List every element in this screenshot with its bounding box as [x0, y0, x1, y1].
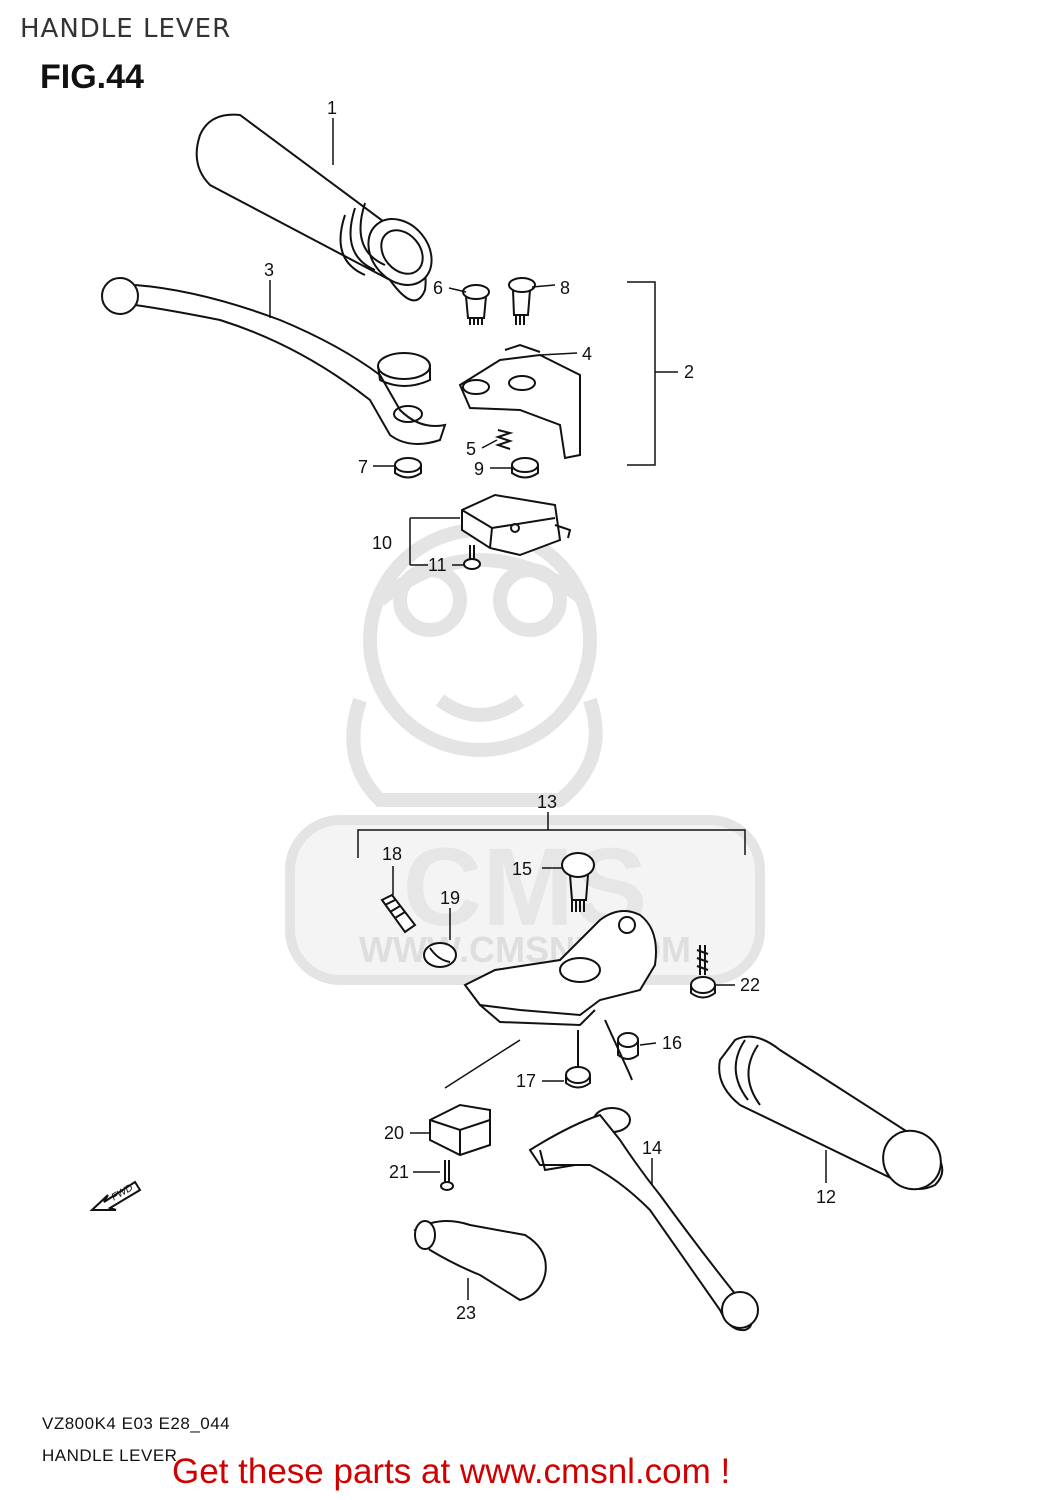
- label-10: 10: [372, 533, 392, 553]
- bracket-2: [627, 281, 678, 466]
- leader-4: [539, 352, 578, 356]
- label-20: 20: [384, 1123, 404, 1143]
- part-labels: 1 2 3 4 5 6 7 8 9 10 11 12 13 14 15 16 1…: [264, 98, 836, 1323]
- clutch-lever: [528, 1107, 759, 1332]
- label-2: 2: [684, 362, 694, 382]
- label-12: 12: [816, 1187, 836, 1207]
- screw-11: [463, 545, 481, 570]
- leader-6: [448, 287, 467, 293]
- label-6: 6: [433, 278, 443, 298]
- label-3: 3: [264, 260, 274, 280]
- label-21: 21: [389, 1162, 409, 1182]
- spring: [494, 429, 514, 450]
- bolt-8: [508, 277, 536, 325]
- lever-cover: [413, 1220, 547, 1302]
- pivot-bolt: [561, 852, 595, 912]
- nut-7: [394, 457, 422, 479]
- brake-lever: [101, 277, 447, 445]
- lever-bracket: [458, 343, 581, 460]
- label-11: 11: [428, 555, 447, 575]
- label-15: 15: [512, 859, 532, 879]
- model-code: VZ800K4 E03 E28_044: [42, 1414, 231, 1433]
- leader-16: [639, 1042, 657, 1046]
- leader-10: [409, 517, 460, 566]
- screw-21: [440, 1160, 454, 1191]
- label-4: 4: [582, 344, 592, 364]
- clutch-bracket: [463, 910, 657, 1081]
- clutch-switch: [429, 1103, 491, 1157]
- label-1: 1: [327, 98, 337, 118]
- label-17: 17: [516, 1071, 536, 1091]
- bolt-6: [462, 284, 490, 325]
- leader-20: [410, 1039, 521, 1134]
- label-13: 13: [537, 792, 557, 812]
- label-7: 7: [358, 457, 368, 477]
- page-title: HANDLE LEVER: [20, 14, 232, 44]
- nut-17: [565, 1030, 591, 1089]
- grip-left: [195, 113, 433, 302]
- section-name: HANDLE LEVER: [42, 1446, 178, 1465]
- nut-19: [423, 942, 457, 968]
- leader-8: [531, 284, 556, 288]
- figure-number: FIG.44: [40, 58, 144, 96]
- label-19: 19: [440, 888, 460, 908]
- leader-5: [481, 439, 498, 449]
- mascot-icon: [346, 523, 603, 807]
- forward-arrow-icon: FWD: [89, 1180, 142, 1211]
- label-8: 8: [560, 278, 570, 298]
- shop-link[interactable]: Get these parts at www.cmsnl.com !: [172, 1452, 731, 1491]
- bracket-13: [357, 812, 746, 858]
- label-5: 5: [466, 439, 476, 459]
- label-22: 22: [740, 975, 760, 995]
- label-14: 14: [642, 1138, 662, 1158]
- label-23: 23: [456, 1303, 476, 1323]
- label-18: 18: [382, 844, 402, 864]
- grip-right: [718, 1035, 944, 1191]
- label-16: 16: [662, 1033, 682, 1053]
- adjuster-bolt: [380, 893, 417, 934]
- nut-9: [511, 457, 539, 479]
- label-9: 9: [474, 459, 484, 479]
- collar-16: [617, 1032, 639, 1060]
- brake-switch: [461, 493, 572, 557]
- watermark: CMS WWW.CMSNL.COM: [285, 523, 765, 985]
